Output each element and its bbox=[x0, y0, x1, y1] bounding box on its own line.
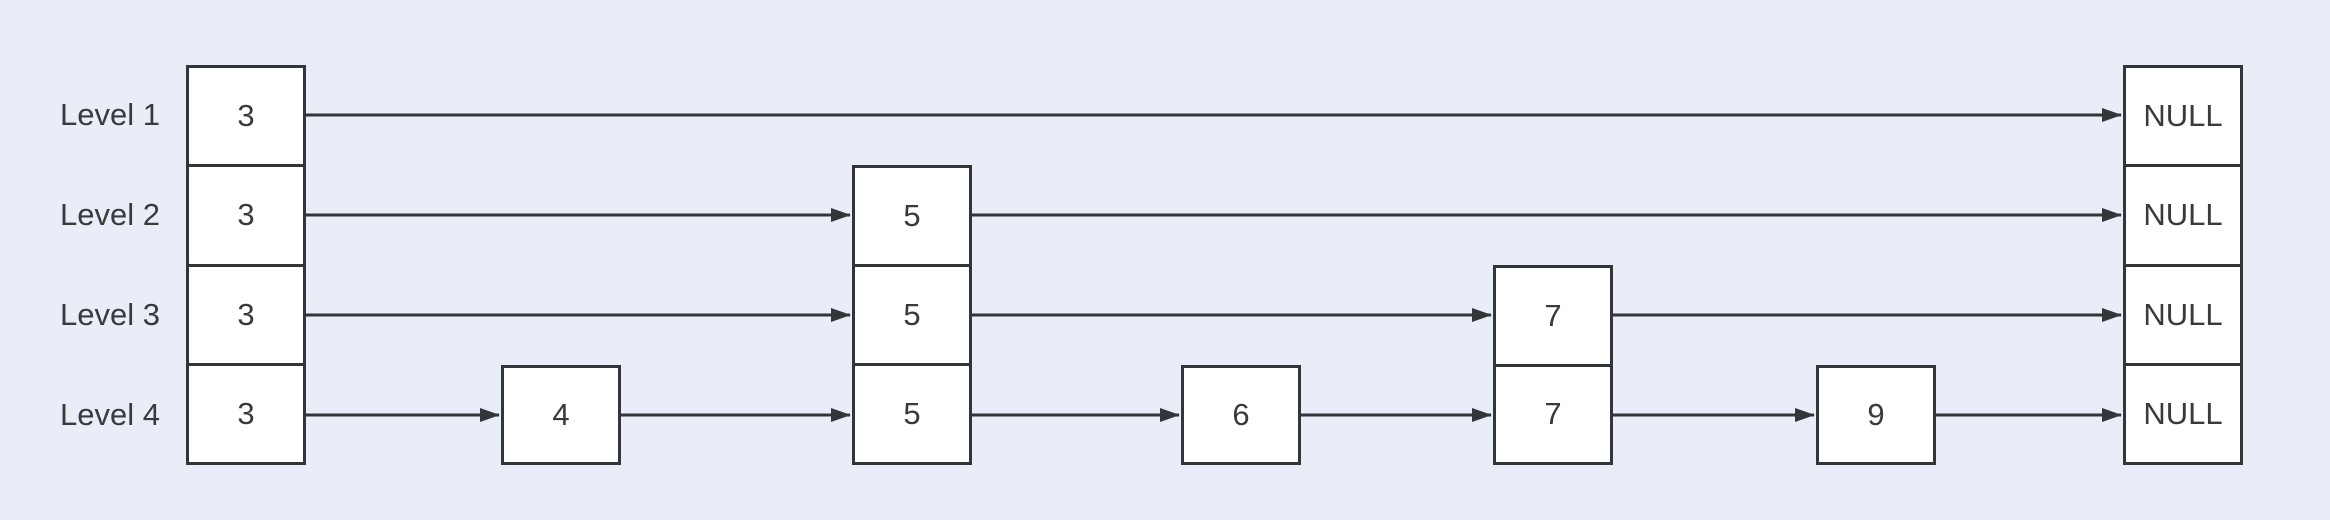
null-cell-l3: NULL bbox=[2126, 263, 2240, 363]
node-4-cell-l4: 4 bbox=[552, 397, 570, 432]
null-cell-l1: NULL bbox=[2143, 98, 2223, 134]
node-5-cell-l2: 5 bbox=[903, 198, 921, 233]
node-7-cell-l4: 7 bbox=[1496, 363, 1610, 463]
null-cell-l2: NULL bbox=[2126, 164, 2240, 263]
level-2-label: Level 2 bbox=[60, 197, 160, 232]
node-4-column: 4 bbox=[501, 365, 621, 465]
node-6-cell-l4: 6 bbox=[1232, 397, 1250, 432]
head-node-column: 3 3 3 3 bbox=[186, 65, 306, 465]
level-4-label: Level 4 bbox=[60, 397, 160, 432]
level-1-label: Level 1 bbox=[60, 97, 160, 132]
null-cell-l4: NULL bbox=[2126, 362, 2240, 462]
null-terminator-column: NULL NULL NULL NULL bbox=[2123, 65, 2243, 465]
level-3-label: Level 3 bbox=[60, 297, 160, 332]
node-9-cell-l4: 9 bbox=[1867, 397, 1885, 432]
head-node-cell-l1: 3 bbox=[237, 98, 255, 134]
head-node-cell-l4: 3 bbox=[189, 362, 303, 462]
node-7-column: 7 7 bbox=[1493, 265, 1613, 465]
node-6-column: 6 bbox=[1181, 365, 1301, 465]
node-5-column: 5 5 5 bbox=[852, 165, 972, 465]
node-5-cell-l4: 5 bbox=[855, 363, 969, 462]
node-7-cell-l3: 7 bbox=[1544, 297, 1562, 333]
node-9-column: 9 bbox=[1816, 365, 1936, 465]
head-node-cell-l2: 3 bbox=[189, 164, 303, 263]
node-5-cell-l3: 5 bbox=[855, 264, 969, 363]
head-node-cell-l3: 3 bbox=[189, 263, 303, 363]
